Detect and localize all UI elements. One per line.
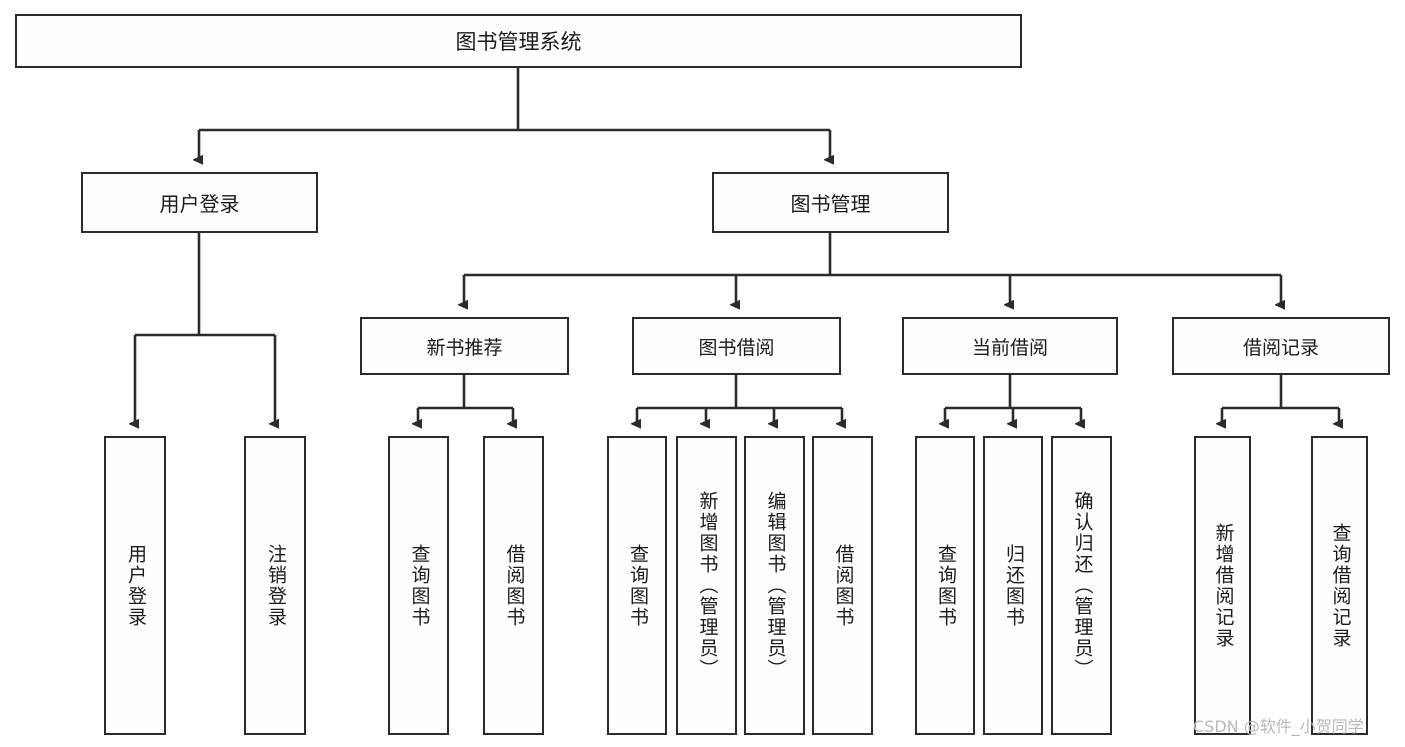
node-root-label: 图书管理系统 (455, 30, 582, 54)
node-new-book-rec-label: 新书推荐 (426, 336, 503, 359)
node-leaf-user-logout-label: 注销登录 (264, 543, 287, 628)
node-book-borrow-label: 图书借阅 (698, 336, 775, 359)
node-borrow-record-label: 借阅记录 (1242, 336, 1319, 359)
node-user-login-label: 用户登录 (159, 192, 240, 216)
node-borrow-record[interactable]: 借阅记录 (1172, 317, 1390, 375)
node-leaf-bb-borrow-book-label: 借阅图书 (832, 543, 855, 628)
node-leaf-bb-edit-book-label: 编辑图书（管理员） (764, 491, 787, 680)
node-root[interactable]: 图书管理系统 (15, 14, 1022, 68)
node-leaf-br-query-record-label: 查询借阅记录 (1329, 522, 1352, 649)
node-leaf-rec-query-book[interactable]: 查询图书 (388, 436, 449, 735)
node-leaf-rec-borrow-book[interactable]: 借阅图书 (483, 436, 544, 735)
node-leaf-bb-query-book[interactable]: 查询图书 (607, 436, 667, 735)
node-book-borrow[interactable]: 图书借阅 (632, 317, 841, 375)
node-leaf-user-login-label: 用户登录 (124, 543, 147, 628)
node-leaf-bb-add-book-label: 新增图书（管理员） (696, 491, 719, 680)
node-leaf-br-add-record[interactable]: 新增借阅记录 (1194, 436, 1251, 735)
node-current-borrow-label: 当前借阅 (971, 336, 1048, 359)
node-user-login[interactable]: 用户登录 (81, 172, 318, 233)
node-leaf-bb-borrow-book[interactable]: 借阅图书 (812, 436, 873, 735)
node-leaf-cb-confirm-return-label: 确认归还（管理员） (1071, 491, 1094, 680)
node-leaf-rec-query-book-label: 查询图书 (408, 543, 431, 628)
watermark-text: CSDN @软件_小贺同学 (1193, 717, 1364, 736)
node-leaf-user-login[interactable]: 用户登录 (104, 436, 166, 735)
node-leaf-bb-add-book[interactable]: 新增图书（管理员） (676, 436, 737, 735)
node-leaf-cb-confirm-return[interactable]: 确认归还（管理员） (1051, 436, 1112, 735)
node-new-book-rec[interactable]: 新书推荐 (360, 317, 569, 375)
node-leaf-user-logout[interactable]: 注销登录 (244, 436, 306, 735)
node-book-manage[interactable]: 图书管理 (712, 172, 949, 233)
node-leaf-rec-borrow-book-label: 借阅图书 (503, 543, 526, 628)
node-leaf-br-query-record[interactable]: 查询借阅记录 (1311, 436, 1368, 735)
node-current-borrow[interactable]: 当前借阅 (902, 317, 1118, 375)
node-leaf-bb-query-book-label: 查询图书 (626, 543, 649, 628)
node-leaf-bb-edit-book[interactable]: 编辑图书（管理员） (744, 436, 805, 735)
node-leaf-cb-query-book-label: 查询图书 (934, 543, 957, 628)
node-leaf-cb-return-book[interactable]: 归还图书 (983, 436, 1043, 735)
node-leaf-cb-query-book[interactable]: 查询图书 (915, 436, 975, 735)
node-leaf-cb-return-book-label: 归还图书 (1002, 543, 1025, 628)
node-leaf-br-add-record-label: 新增借阅记录 (1212, 522, 1235, 649)
node-book-manage-label: 图书管理 (790, 192, 871, 216)
